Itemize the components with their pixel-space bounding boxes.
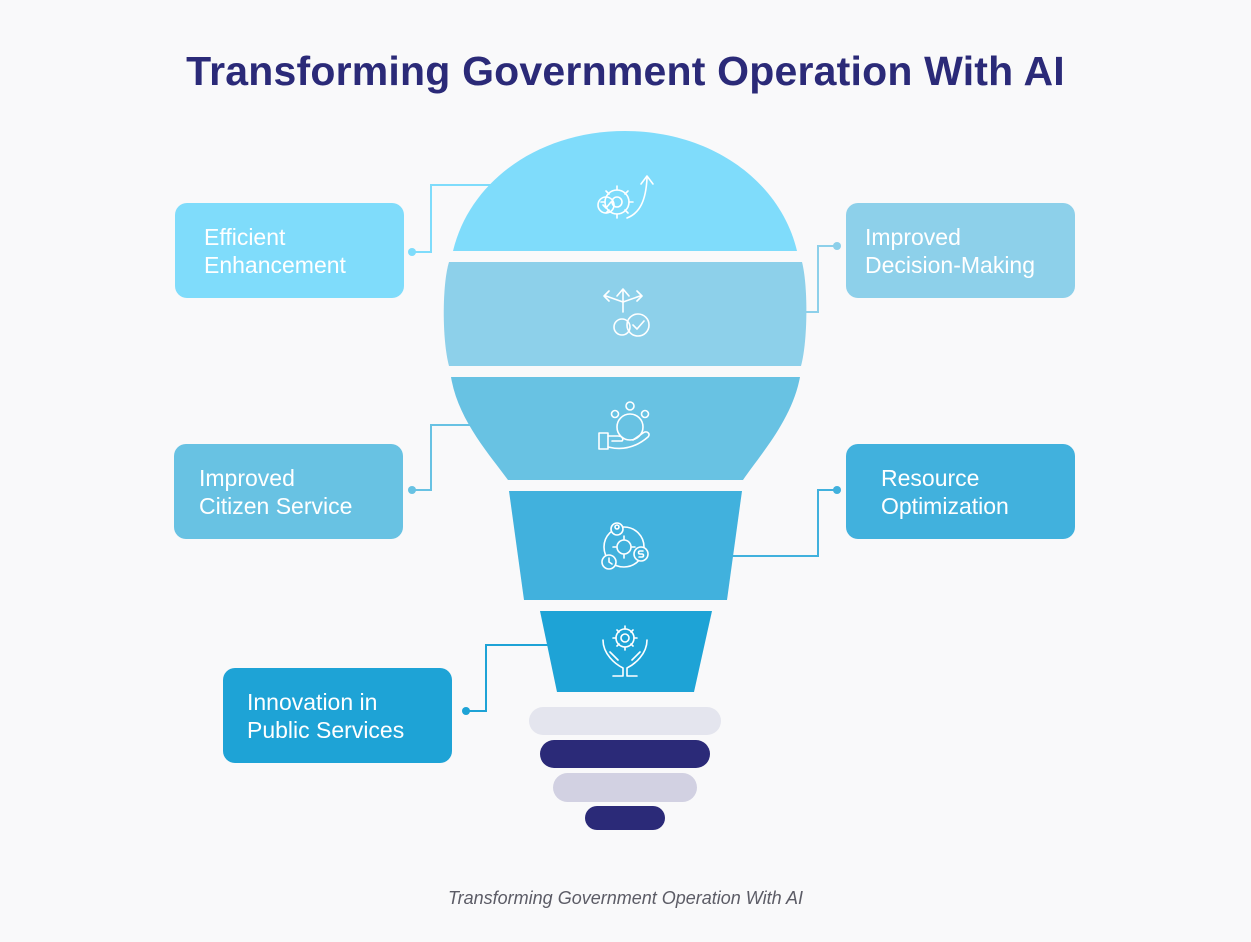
bulb-segment-5 — [540, 611, 712, 692]
connector-3 — [412, 424, 478, 491]
connector-dot-2 — [833, 242, 841, 250]
card-resource-optimization: Resource Optimization — [846, 444, 1075, 539]
figure-caption: Transforming Government Operation With A… — [448, 888, 803, 908]
bulb-base-4 — [585, 806, 665, 830]
bulb-segment-3 — [451, 377, 800, 480]
card-efficient-enhancement: Efficient Enhancement — [175, 203, 404, 298]
card-label: Efficient Enhancement — [204, 223, 346, 278]
connector-1 — [412, 184, 496, 253]
bulb-base-1 — [529, 707, 721, 735]
bulb-segment-2 — [443, 262, 807, 366]
resource-cycle-icon — [601, 522, 649, 570]
card-label: Improved Citizen Service — [199, 464, 353, 519]
hands-innovation-icon — [602, 625, 648, 677]
card-label: Improved Decision-Making — [865, 223, 1036, 278]
decision-arrows-icon — [603, 288, 650, 337]
bulb-segment-4 — [509, 491, 742, 600]
bulb-segment-1 — [453, 131, 797, 251]
card-improved-decision-making: Improved Decision-Making — [846, 203, 1075, 298]
card-improved-citizen-service: Improved Citizen Service — [174, 444, 403, 539]
gear-growth-icon — [597, 175, 654, 219]
hand-people-icon — [598, 401, 650, 450]
page-title: Transforming Government Operation With A… — [186, 48, 1065, 94]
connector-dot-3 — [408, 486, 416, 494]
connector-dot-4 — [833, 486, 841, 494]
connector-4 — [724, 489, 837, 557]
connector-2 — [806, 245, 837, 313]
card-innovation-public-services: Innovation in Public Services — [223, 668, 452, 763]
card-label: Resource Optimization — [881, 464, 1009, 519]
connector-5 — [466, 644, 550, 712]
bulb-base-2 — [540, 740, 710, 768]
card-label: Innovation in Public Services — [247, 688, 405, 743]
connector-dot-1 — [408, 248, 416, 256]
connector-dot-5 — [462, 707, 470, 715]
bulb-base-3 — [553, 773, 697, 802]
